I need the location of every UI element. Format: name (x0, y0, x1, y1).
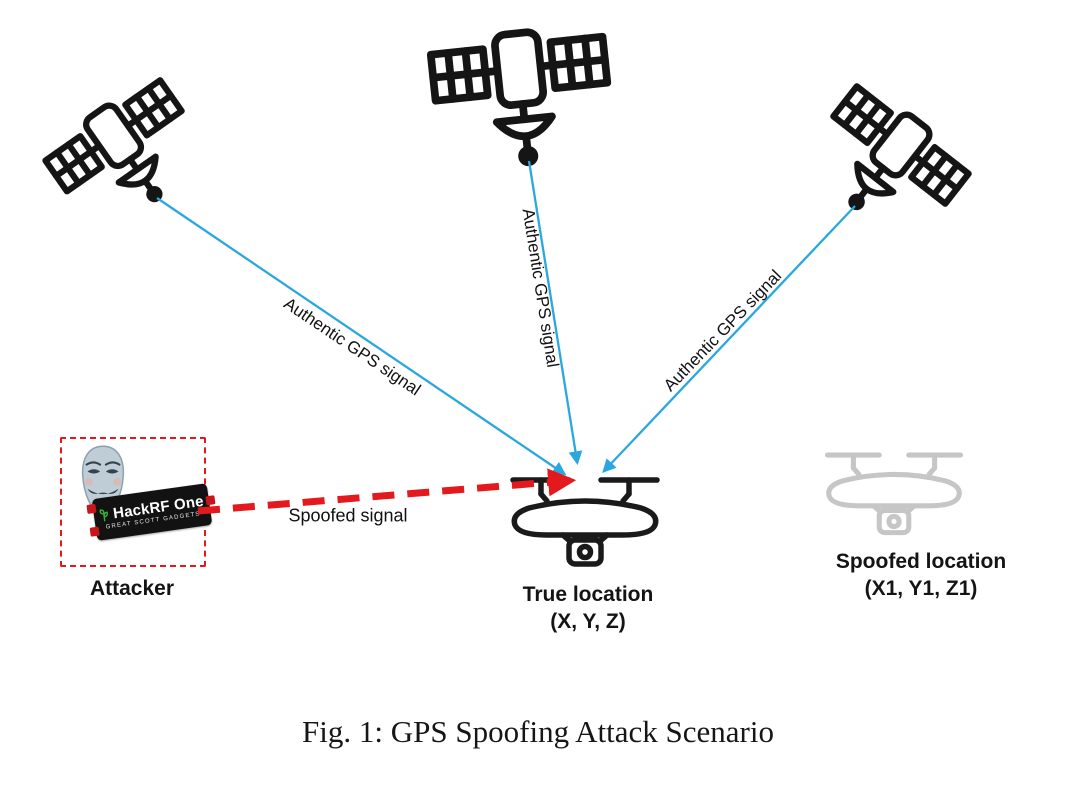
attacker-label: Attacker (89, 577, 175, 600)
satellite-icon-center (419, 0, 622, 184)
authentic-gps-arrow-left (156, 197, 567, 476)
authentic-gps-signal-label-center: Authentic GPS signal (518, 207, 563, 369)
attacker-box: HackRF One GREAT SCOTT GADGETS (60, 437, 216, 567)
true-location-coords: (X, Y, Z) (550, 610, 626, 633)
sma-connector (89, 526, 100, 537)
satellite-icon-right (787, 47, 1000, 260)
satellite-icon-left (16, 41, 225, 250)
sma-connector (86, 503, 97, 514)
figure-caption: Fig. 1: GPS Spoofing Attack Scenario (302, 714, 774, 749)
hackrf-one-device: HackRF One GREAT SCOTT GADGETS (86, 483, 216, 541)
authentic-gps-signal-label-left: Authentic GPS signal (280, 293, 425, 400)
true-location-title: True location (522, 583, 654, 606)
sma-connector (205, 495, 216, 506)
spoofed-location-coords: (X1, Y1, Z1) (864, 577, 978, 600)
drone-icon-spoofed-location (820, 444, 968, 540)
gsg-sprout-icon (99, 509, 109, 522)
spoofed-location-title: Spoofed location (835, 550, 1007, 573)
spoofed-signal-label: Spoofed signal (288, 505, 408, 526)
drone-icon-true-location (505, 468, 665, 572)
authentic-gps-signal-label-right: Authentic GPS signal (660, 266, 786, 396)
